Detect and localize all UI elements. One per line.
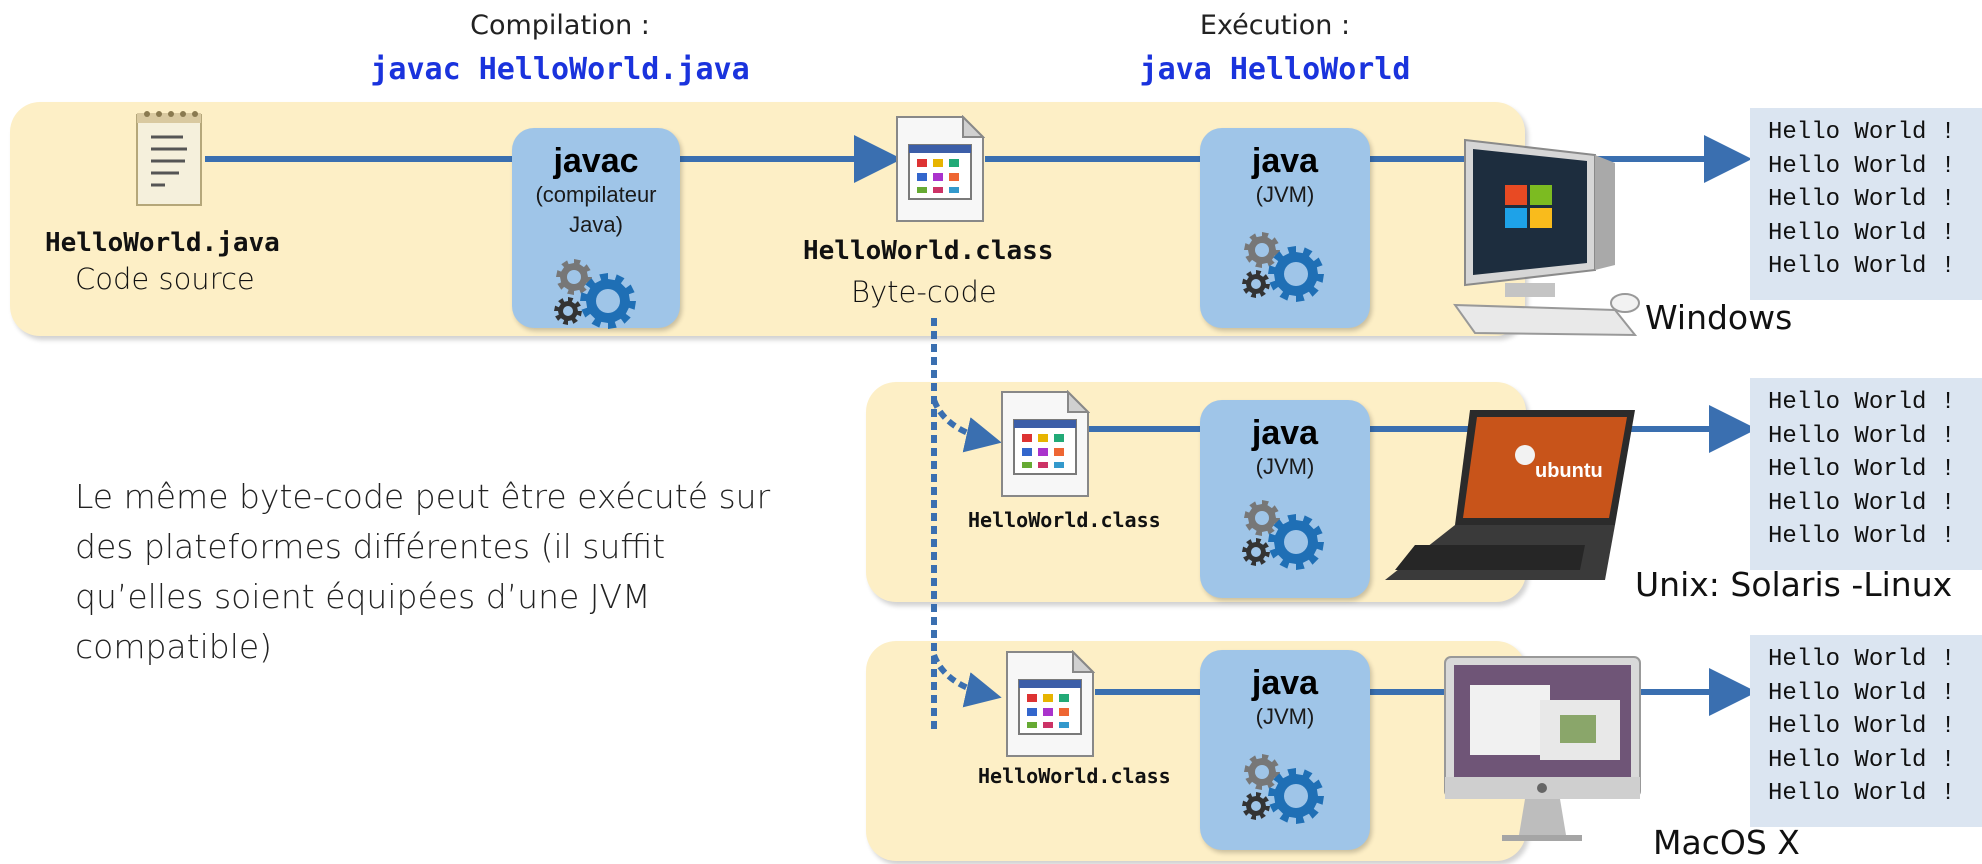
unix-class-filename: HelloWorld.class [968,508,1161,532]
bytecode-filename: HelloWorld.class [803,236,1054,266]
explanation-text: Le même byte-code peut être exécuté sur … [75,477,771,666]
unix-jvm-title: java [1251,414,1319,452]
output-line: Hello World ! [1768,119,1956,146]
ubuntu-laptop-icon: ubuntu [1385,410,1635,580]
output-line: Hello World ! [1768,713,1956,741]
source-filename: HelloWorld.java [45,228,280,258]
javac-gears-icon [552,255,642,339]
output-line: Hello World ! [1768,389,1956,416]
notepad-icon [136,111,202,206]
output-line: Hello World ! [1768,219,1956,247]
unix-output-box: Hello World ! Hello World ! Hello World … [1750,378,1982,570]
unix-jvm-subtitle: (JVM) [1255,454,1315,479]
imac-icon [1444,656,1641,841]
windows-jvm-subtitle: (JVM) [1255,182,1315,207]
mac-dotted-arrow [931,653,1002,708]
unix-dotted-arrow [931,398,1002,453]
output-line: Hello World ! [1768,422,1956,450]
unix-gears-icon [1240,496,1330,580]
mac-jvm-title: java [1251,664,1319,702]
execution-label: Exécution : [1199,10,1351,41]
mac-platform-label: MacOS X [1653,823,1800,862]
unix-class-file-icon [1000,389,1091,502]
source-caption: Code source [75,262,255,296]
windows-desktop-icon [1453,138,1640,337]
output-line: Hello World ! [1768,646,1956,673]
javac-subtitle-line1: (compilateur [535,182,657,207]
unix-platform-label: Unix: Solaris -Linux [1635,565,1953,604]
windows-platform-label: Windows [1645,298,1793,337]
output-line: Hello World ! [1768,780,1956,808]
output-line: Hello World ! [1768,489,1956,517]
output-line: Hello World ! [1768,746,1956,774]
mac-jvm-subtitle: (JVM) [1255,704,1315,729]
windows-jvm-title: java [1251,142,1319,180]
compilation-label: Compilation : [470,10,650,41]
class-file-icon [895,114,986,227]
output-line: Hello World ! [1768,152,1956,180]
javac-title: javac [553,142,639,180]
javac-subtitle-line2: Java) [569,212,623,237]
svg-text:ubuntu: ubuntu [1535,460,1603,482]
execution-command: java HelloWorld [1139,52,1411,87]
output-line: Hello World ! [1768,456,1956,484]
javac-compiler-box: javac (compilateur Java) [512,128,680,328]
mac-class-filename: HelloWorld.class [978,764,1171,788]
windows-gears-icon [1240,228,1330,312]
mac-class-file-icon [1005,649,1096,762]
compilation-command: javac HelloWorld.java [370,52,750,87]
windows-output-box: Hello World ! Hello World ! Hello World … [1750,108,1982,300]
mac-output-box: Hello World ! Hello World ! Hello World … [1750,635,1982,827]
mac-gears-icon [1240,750,1330,834]
output-line: Hello World ! [1768,253,1956,281]
bytecode-caption: Byte-code [851,275,997,309]
output-line: Hello World ! [1768,523,1956,551]
output-line: Hello World ! [1768,679,1956,707]
output-line: Hello World ! [1768,186,1956,214]
